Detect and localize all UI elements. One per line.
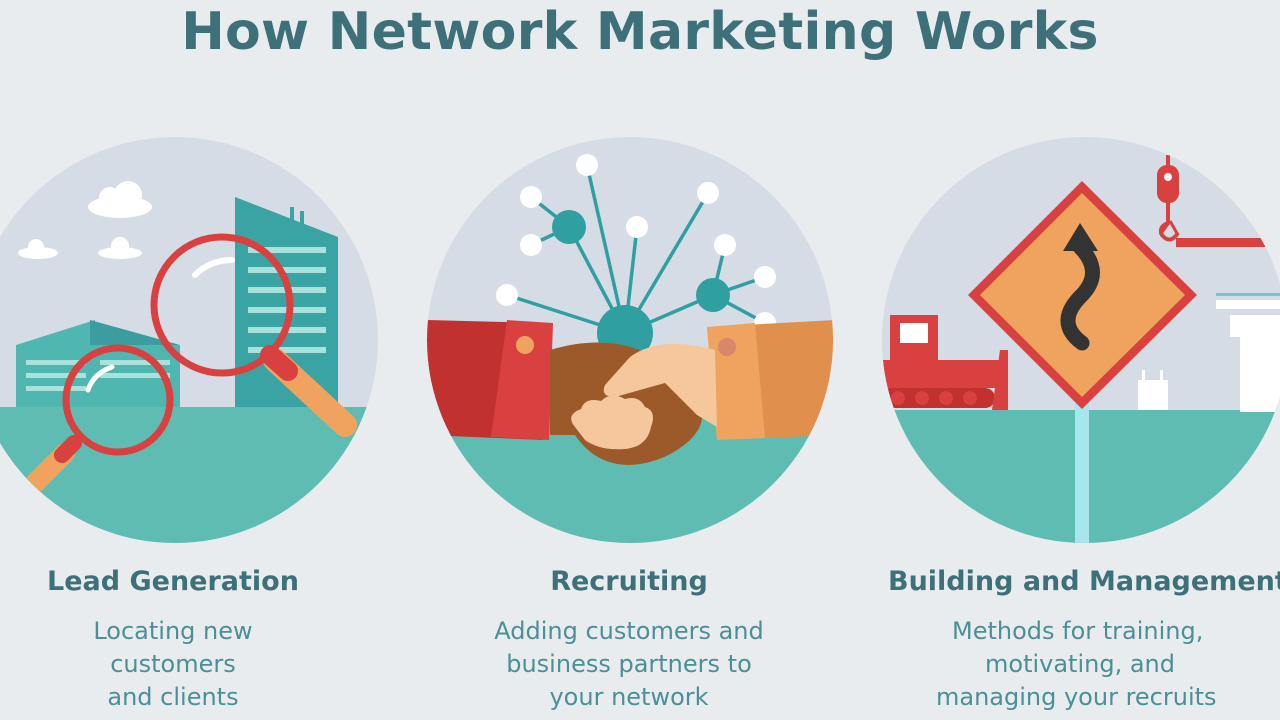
step-heading: Lead Generation <box>47 566 299 597</box>
step-description-line: Locating new <box>93 617 253 645</box>
step-description-line: Methods for training, <box>952 617 1204 645</box>
step-description-line: managing your recruits <box>936 683 1217 711</box>
step-recruiting: Recruiting Adding customers and business… <box>409 562 849 714</box>
page-title: How Network Marketing Works <box>181 2 1099 62</box>
step-description-line: customers <box>110 650 236 678</box>
bulldozer-icon <box>882 315 1008 410</box>
recruiting-illustration <box>427 137 833 543</box>
step-description: Methods for training, motivating, and ma… <box>840 615 1280 714</box>
step-description-line: motivating, and <box>985 650 1175 678</box>
lead-generation-illustration <box>0 137 378 543</box>
road-sign-icon <box>968 181 1197 543</box>
cloud-icon <box>18 181 152 259</box>
step-heading: Recruiting <box>550 566 708 597</box>
crane-hook-icon <box>1157 155 1280 247</box>
magnifying-glass-small-icon <box>25 344 174 493</box>
step-description-line: Adding customers and <box>494 617 764 645</box>
barrier-icon <box>1138 370 1168 410</box>
step-description-line: and clients <box>107 683 239 711</box>
tower-icon <box>1216 293 1280 412</box>
handshake-icon <box>427 320 833 465</box>
building-management-illustration <box>882 137 1280 543</box>
step-description: Adding customers and business partners t… <box>409 615 849 714</box>
step-lead-generation: Lead Generation Locating new customers a… <box>0 562 393 714</box>
step-description-line: your network <box>549 683 709 711</box>
step-building-management: Building and Management Methods for trai… <box>840 562 1280 714</box>
step-heading: Building and Management <box>888 566 1280 597</box>
step-description: Locating new customers and clients <box>0 615 393 714</box>
magnifying-glass-icon <box>150 233 357 437</box>
step-description-line: business partners to <box>506 650 752 678</box>
building-icon <box>16 320 180 410</box>
